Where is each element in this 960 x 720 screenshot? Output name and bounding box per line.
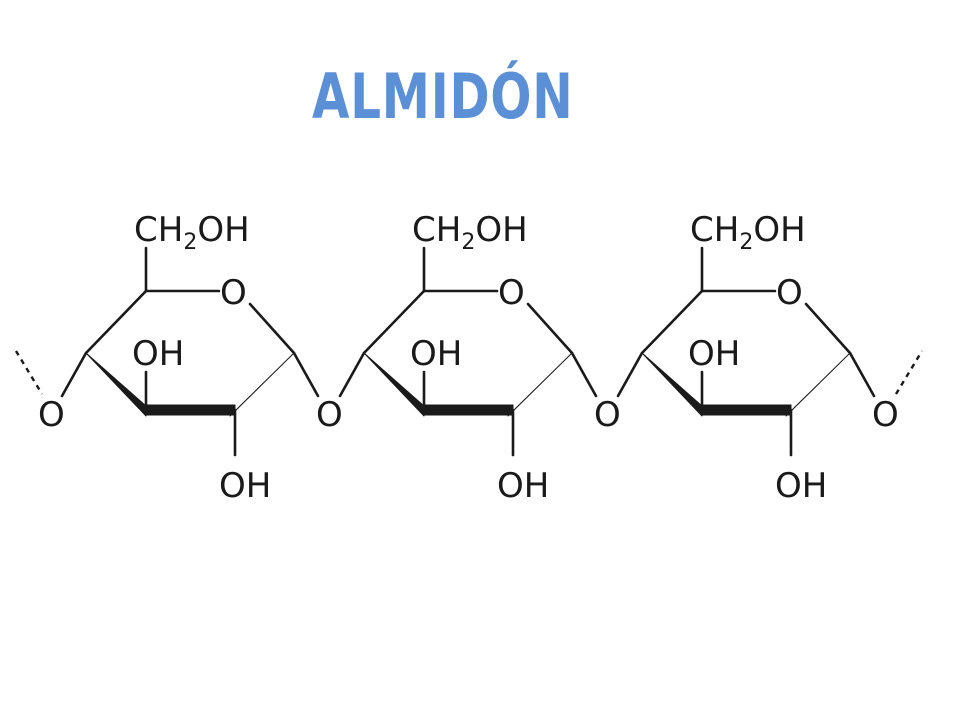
hydroxyl-inner: OH [410,334,462,374]
ch2oh-group: CH2OH [690,210,806,255]
linkage-oxygen: O [872,395,899,435]
wedge-c3-c2-1 [145,404,236,416]
wedge-c2-c1-3 [785,352,851,417]
bond-o-c1-3 [804,302,852,355]
wedge-c3-c2-3 [701,404,792,416]
glucose-unit-2: CH2OH O OH OH [362,210,574,506]
wedge-c3-c2-2 [423,404,514,416]
hydroxyl-inner: OH [132,334,184,374]
ring-oxygen: O [498,273,525,313]
wedge-c2-c1-1 [229,352,295,417]
chain-continuation-right [894,350,924,395]
hydroxyl-bottom: OH [219,466,271,506]
linkage-oxygen: O [316,395,343,435]
linkage-oxygen: O [38,395,65,435]
bond-o-c1-2 [526,302,574,355]
wedge-c2-c1-2 [507,352,573,417]
bond-o-c1-1 [248,302,296,355]
bond-c1-o-2 [570,351,598,398]
hydroxyl-bottom: OH [497,466,549,506]
bond-c5-c4-3 [640,289,704,355]
ch2oh-group: CH2OH [412,210,528,255]
bond-c5-c4-2 [362,289,426,355]
linkage-oxygen: O [594,395,621,435]
ring-oxygen: O [220,273,247,313]
hydroxyl-inner: OH [688,334,740,374]
bond-o-c4-1 [60,351,88,398]
bond-c5-c4-1 [84,289,148,355]
ch2oh-group: CH2OH [134,210,250,255]
ring-oxygen: O [776,273,803,313]
glycosidic-linkages: O O O O [14,350,924,435]
page-title: ALMIDÓN [312,60,574,133]
bond-o-c4-2 [338,351,366,398]
hydroxyl-bottom: OH [775,466,827,506]
bond-c1-o-1 [292,351,320,398]
glucose-unit-1: CH2OH O OH OH [84,210,296,506]
bond-c1-o-3 [848,351,876,398]
glucose-unit-3: CH2OH O OH OH [640,210,852,506]
chain-continuation-left [14,350,44,395]
bond-o-c4-3 [616,351,644,398]
